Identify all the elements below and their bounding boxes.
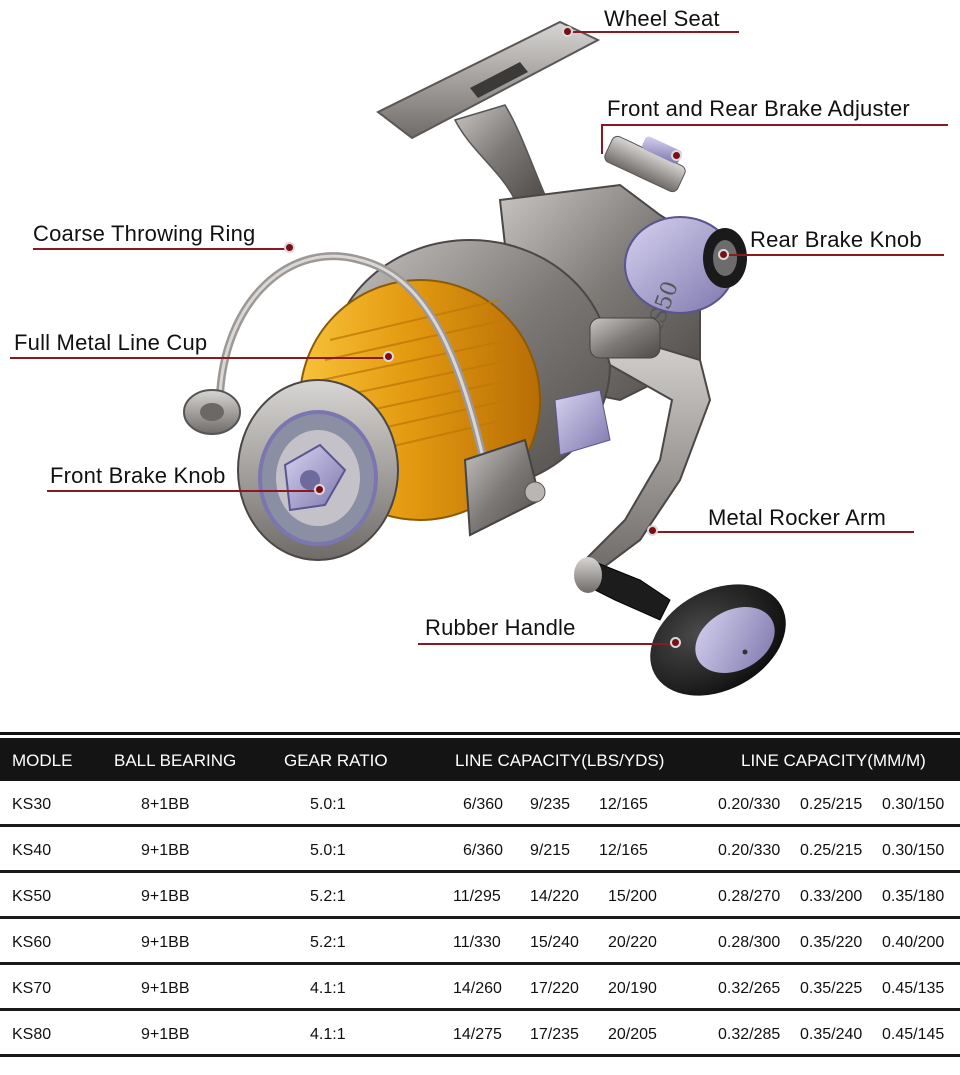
cell-bearing: 8+1BB [141,796,190,813]
callout-dot-front-brake-knob [314,484,325,495]
cell-mm-2: 0.25/215 [800,796,863,813]
cell-model: KS60 [12,934,52,951]
cell-mm-2: 0.33/200 [800,888,863,905]
cell-lbs-3: 12/165 [599,796,648,813]
cell-mm-3: 0.30/150 [882,842,945,859]
callout-line-rubber-handle [418,643,680,645]
cell-mm-1: 0.20/330 [718,842,781,859]
header-line-capacity-mm: LINE CAPACITY(MM/M) [741,751,926,770]
cell-model: KS40 [12,842,52,859]
cell-model: KS80 [12,1026,52,1043]
line-cup-part [237,239,611,561]
bail-part [183,252,494,494]
cell-mm-2: 0.25/215 [800,842,863,859]
cell-mm-2: 0.35/240 [800,1026,863,1043]
table-top-rule [0,732,960,735]
cell-mm-3: 0.40/200 [882,934,945,951]
cell-ratio: 5.0:1 [310,842,346,859]
callout-line-rocker-arm [652,531,914,533]
cell-lbs-1: 14/275 [453,1026,502,1043]
cell-lbs-3: 20/190 [608,980,657,997]
cell-mm-1: 0.28/270 [718,888,781,905]
cell-lbs-1: 14/260 [453,980,502,997]
cell-lbs-3: 20/205 [608,1026,657,1043]
cell-bearing: 9+1BB [141,980,190,997]
table-header-row: MODLE BALL BEARING GEAR RATIO LINE CAPAC… [0,738,960,781]
callout-dot-line-cup [383,351,394,362]
callout-throwing-ring: Coarse Throwing Ring [33,221,256,246]
callout-brake-adjuster: Front and Rear Brake Adjuster [607,96,910,121]
cell-mm-1: 0.20/330 [718,796,781,813]
cell-model: KS50 [12,888,52,905]
table-row: KS30 8+1BB 5.0:1 6/360 9/235 12/165 0.20… [0,781,960,827]
callout-rear-brake-knob: Rear Brake Knob [750,227,922,252]
cell-mm-3: 0.45/145 [882,1026,945,1043]
cell-lbs-1: 11/330 [453,934,501,951]
cell-mm-3: 0.30/150 [882,796,945,813]
table-row: KS40 9+1BB 5.0:1 6/360 9/215 12/165 0.20… [0,827,960,873]
wheel-seat-part [376,20,601,201]
cell-ratio: 5.2:1 [310,934,346,951]
cell-lbs-3: 20/220 [608,934,657,951]
cell-bearing: 9+1BB [141,842,190,859]
header-model: MODLE [12,751,73,770]
table-row: KS70 9+1BB 4.1:1 14/260 17/220 20/190 0.… [0,965,960,1011]
cell-model: KS30 [12,796,52,813]
cell-ratio: 5.0:1 [310,796,346,813]
cell-bearing: 9+1BB [141,934,190,951]
callout-rubber-handle: Rubber Handle [425,615,576,640]
spec-table: MODLE BALL BEARING GEAR RATIO LINE CAPAC… [0,732,960,1057]
callout-line-throwing-ring [33,248,291,250]
cell-lbs-1: 6/360 [463,842,504,859]
callout-dot-rubber-handle [670,637,681,648]
header-line-capacity-lbs: LINE CAPACITY(LBS/YDS) [455,751,665,770]
cell-lbs-2: 9/235 [530,796,571,813]
cell-lbs-2: 15/240 [530,934,579,951]
callout-line-line-cup [10,357,392,359]
callout-line-brake-adjuster [602,124,948,126]
cell-lbs-1: 11/295 [453,888,501,905]
callout-rocker-arm: Metal Rocker Arm [708,505,887,530]
cell-ratio: 4.1:1 [310,980,346,997]
cell-lbs-2: 14/220 [530,888,579,905]
cell-lbs-1: 6/360 [463,796,504,813]
callout-dot-wheel-seat [562,26,573,37]
cell-mm-3: 0.35/180 [882,888,945,905]
cell-lbs-3: 15/200 [608,888,657,905]
table-row: KS50 9+1BB 5.2:1 11/295 14/220 15/200 0.… [0,873,960,919]
callout-wheel-seat: Wheel Seat [604,6,720,31]
table-row: KS80 9+1BB 4.1:1 14/275 17/235 20/205 0.… [0,1011,960,1057]
cell-ratio: 5.2:1 [310,888,346,905]
rubber-handle-part [574,557,786,696]
cell-bearing: 9+1BB [141,888,190,905]
header-ball-bearing: BALL BEARING [114,751,237,770]
callout-line-rear-brake-knob [722,254,944,256]
cell-lbs-3: 12/165 [599,842,648,859]
callout-line-wheel-seat [565,31,739,33]
callout-dot-throwing-ring [284,242,295,253]
cell-mm-1: 0.28/300 [718,934,781,951]
cell-lbs-2: 17/235 [530,1026,579,1043]
cell-mm-2: 0.35/220 [800,934,863,951]
cell-lbs-2: 17/220 [530,980,579,997]
callout-dot-brake-adjuster [671,150,682,161]
cell-mm-3: 0.45/135 [882,980,945,997]
callout-dot-rocker-arm [647,525,658,536]
cell-bearing: 9+1BB [141,1026,190,1043]
cell-mm-2: 0.35/225 [800,980,863,997]
callout-leader-brake-adjuster [601,124,603,154]
cell-lbs-2: 9/215 [530,842,571,859]
callout-line-cup: Full Metal Line Cup [14,330,208,355]
cell-ratio: 4.1:1 [310,1026,346,1043]
callout-dot-rear-brake-knob [718,249,729,260]
fishing-reel-illustration: KS50 [183,20,786,696]
cell-mm-1: 0.32/265 [718,980,781,997]
callout-front-brake-knob: Front Brake Knob [50,463,226,488]
callout-line-front-brake-knob [47,490,321,492]
cell-model: KS70 [12,980,52,997]
header-gear-ratio: GEAR RATIO [284,751,388,770]
table-row: KS60 9+1BB 5.2:1 11/330 15/240 20/220 0.… [0,919,960,965]
cell-mm-1: 0.32/285 [718,1026,781,1043]
